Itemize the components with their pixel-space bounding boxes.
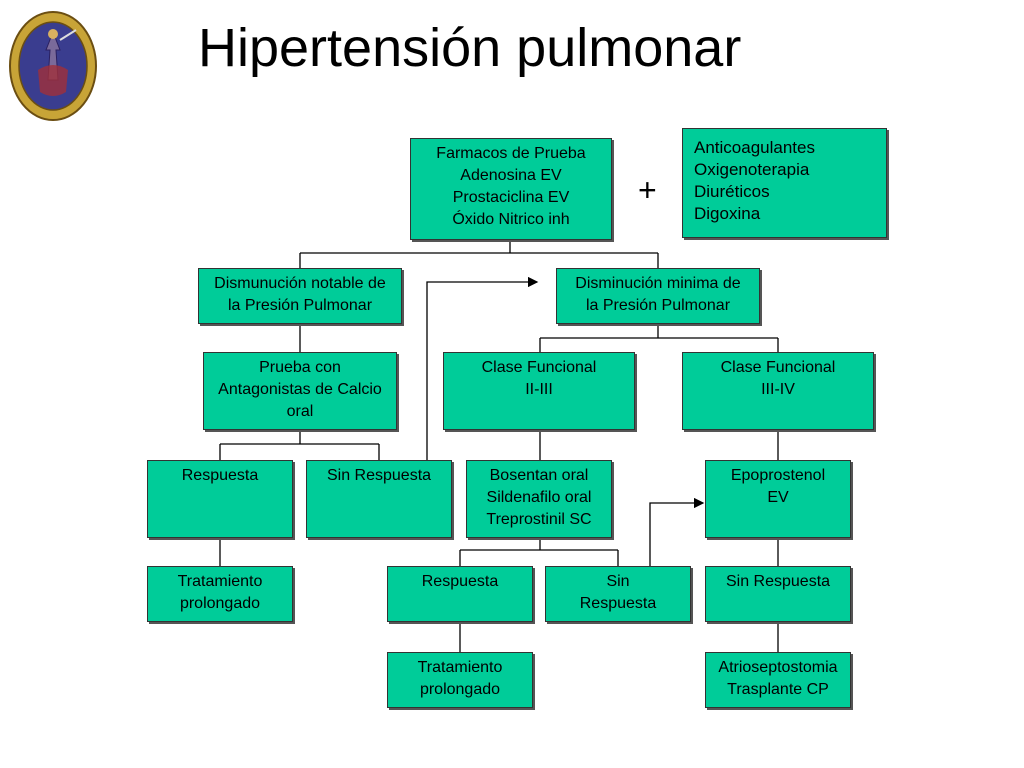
box-atrioseptostomia-trasplante: Atrioseptostomia Trasplante CP <box>705 652 851 708</box>
box-line: Epoprostenol <box>730 467 826 484</box>
university-seal-logo <box>9 11 97 121</box>
box-line: Anticoagulantes <box>694 138 815 157</box>
box-line: Bosentan oral <box>489 467 589 484</box>
box-line: Tratamiento <box>417 659 503 676</box>
box-sin-respuesta-2: Sin Respuesta <box>545 566 691 622</box>
box-clase-funcional-iii-iv: Clase Funcional III-IV <box>682 352 874 430</box>
connector-bosentan <box>459 538 619 566</box>
box-line: Antagonistas de Calcio <box>218 381 382 398</box>
box-line: Trasplante CP <box>727 681 829 698</box>
box-line: Sin Respuesta <box>725 573 831 590</box>
box-sin-respuesta-1: Sin Respuesta <box>306 460 452 538</box>
box-line: prolongado <box>419 681 501 698</box>
slide-title: Hipertensión pulmonar <box>198 18 742 78</box>
box-line: Clase Funcional <box>720 359 836 376</box>
box-respuesta-2: Respuesta <box>387 566 533 622</box>
box-line: Sin Respuesta <box>326 467 432 484</box>
box-tratamiento-prolongado-1: Tratamiento prolongado <box>147 566 293 622</box>
box-line: Diuréticos <box>694 182 770 201</box>
box-line: Óxido Nitrico inh <box>452 211 570 228</box>
box-line: Oxigenoterapia <box>694 160 810 179</box>
box-sin-respuesta-3: Sin Respuesta <box>705 566 851 622</box>
connector-farmacos <box>299 240 659 268</box>
box-line: Digoxina <box>694 204 761 223</box>
box-prueba-antagonistas-calcio: Prueba con Antagonistas de Calcio oral <box>203 352 397 430</box>
connector-dism-minima <box>539 324 779 352</box>
box-adjuvant-therapy: Anticoagulantes Oxigenoterapia Diurético… <box>682 128 887 238</box>
box-line: Treprostinil SC <box>486 511 592 528</box>
box-line: oral <box>286 403 314 420</box>
box-line: la Presión Pulmonar <box>227 297 373 314</box>
box-line: Prostaciclina EV <box>452 189 570 206</box>
arrow-sin-respuesta-2 <box>649 497 705 566</box>
box-line: Dismunución notable de <box>214 275 386 292</box>
box-line: Prueba con <box>259 359 341 376</box>
box-line: Sildenafilo oral <box>486 489 592 506</box>
box-disminucion-minima: Disminución minima de la Presión Pulmona… <box>556 268 760 324</box>
box-line: la Presión Pulmonar <box>585 297 731 314</box>
box-line: prolongado <box>179 595 261 612</box>
box-line: Atrioseptostomia <box>718 659 838 676</box>
box-farmacos-de-prueba: Farmacos de Prueba Adenosina EV Prostaci… <box>410 138 612 240</box>
box-dismunucion-notable: Dismunución notable de la Presión Pulmon… <box>198 268 402 324</box>
box-line: Sin <box>606 573 630 590</box>
connector-prueba <box>219 430 380 460</box>
box-line: II-III <box>525 381 553 398</box>
box-epoprostenol-ev: Epoprostenol EV <box>705 460 851 538</box>
plus-sign: + <box>638 172 657 208</box>
box-line: EV <box>767 489 789 506</box>
box-line: Respuesta <box>579 595 657 612</box>
box-line: Farmacos de Prueba <box>436 145 586 162</box>
box-line: Tratamiento <box>177 573 263 590</box>
box-line: Respuesta <box>421 573 499 590</box>
box-line: III-IV <box>761 381 795 398</box>
box-line: Adenosina EV <box>460 167 562 184</box>
arrow-sin-respuesta-1 <box>426 276 539 460</box>
box-bosentan-sildenafilo-treprostinil: Bosentan oral Sildenafilo oral Treprosti… <box>466 460 612 538</box>
box-tratamiento-prolongado-2: Tratamiento prolongado <box>387 652 533 708</box>
box-line: Clase Funcional <box>481 359 597 376</box>
box-line: Respuesta <box>181 467 259 484</box>
box-line: Disminución minima de <box>575 275 741 292</box>
box-respuesta-1: Respuesta <box>147 460 293 538</box>
box-clase-funcional-ii-iii: Clase Funcional II-III <box>443 352 635 430</box>
